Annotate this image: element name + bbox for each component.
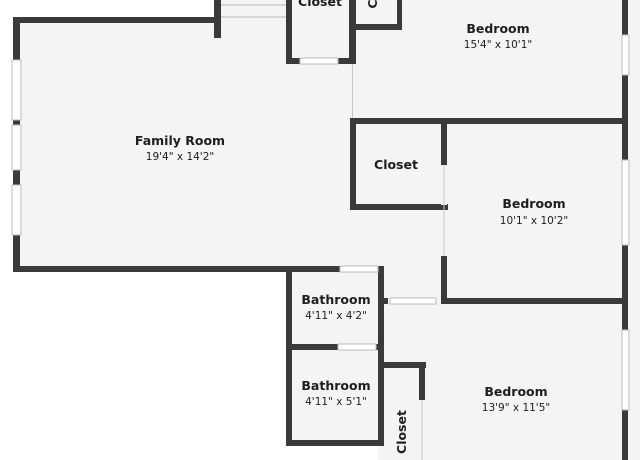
door-opening (378, 447, 384, 460)
wall (286, 344, 384, 350)
bedroom-middle-dims: 10'1" x 10'2" (500, 215, 568, 227)
wall (397, 0, 402, 30)
bathroom-lower-name: Bathroom (301, 378, 370, 393)
window (339, 265, 379, 273)
bathroom-upper-floor (290, 270, 382, 347)
wall (214, 0, 221, 38)
window (621, 329, 630, 411)
window (299, 57, 339, 65)
wall (441, 298, 640, 304)
bedroom-bottom-dims: 13'9" x 11'5" (482, 402, 550, 414)
bathroom-lower-dims: 4'11" x 5'1" (305, 396, 367, 408)
wall (349, 0, 356, 64)
bedroom-top-dims: 15'4" x 10'1" (464, 39, 532, 51)
windows (11, 34, 630, 411)
window (389, 297, 437, 305)
bathroom-lower-floor (290, 347, 382, 442)
wall (378, 266, 384, 446)
bathroom-upper-dims: 4'11" x 4'2" (305, 310, 367, 322)
wall (286, 0, 292, 64)
top-closet-floor (290, 0, 352, 62)
wall (13, 17, 221, 23)
window (337, 343, 377, 351)
closet-bottom-name: Closet (394, 410, 409, 454)
bedroom-top-floor (356, 0, 640, 120)
bedroom-top-name: Bedroom (466, 21, 529, 36)
closet-middle-floor (352, 122, 445, 208)
wall (286, 266, 384, 272)
wall (350, 118, 640, 124)
wall (286, 266, 292, 446)
window (621, 159, 630, 246)
closet-top-small-name: C (365, 0, 380, 9)
family-room-dims: 19'4" x 14'2" (146, 151, 214, 163)
wall (384, 362, 426, 368)
wall (350, 204, 448, 210)
stairs (221, 4, 286, 18)
closet-middle-name: Closet (374, 157, 418, 172)
bathroom-upper-name: Bathroom (301, 292, 370, 307)
window (11, 124, 22, 171)
bedroom-middle-name: Bedroom (502, 196, 565, 211)
wall (13, 266, 293, 272)
wall (419, 362, 425, 400)
family-room-name: Family Room (135, 133, 225, 148)
door-lines (352, 64, 445, 460)
closet-top-name: Closet (298, 0, 342, 9)
window (621, 34, 630, 76)
bedroom-bottom-name: Bedroom (484, 384, 547, 399)
bedroom-middle-floor (445, 122, 640, 302)
wall (356, 24, 402, 30)
wall (350, 118, 356, 210)
window (11, 59, 22, 121)
window (11, 184, 22, 236)
wall (286, 440, 384, 446)
